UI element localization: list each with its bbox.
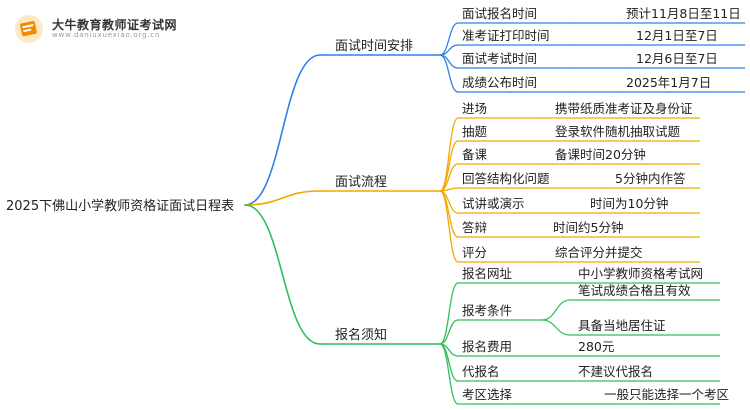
branch-2-value-1-1: 具备当地居住证	[578, 318, 666, 333]
branch-2-item-0: 报名网址	[462, 266, 513, 281]
branch-0-value-3: 2025年1月7日	[626, 75, 711, 90]
branch-0-edge-3	[439, 54, 459, 93]
branch-2-value-edge-1-1	[541, 319, 571, 336]
branch-1-item-0: 进场	[462, 101, 487, 116]
branch-1-item-5: 答辩	[462, 220, 487, 235]
branch-2-value-3-0: 不建议代报名	[578, 364, 653, 379]
branch-0-value-1: 12月1日至7日	[636, 28, 718, 43]
branch-0-item-1: 准考证打印时间	[462, 28, 550, 43]
branch-0-item-0: 面试报名时间	[462, 6, 537, 21]
branch-2-edge-1	[439, 319, 459, 345]
branch-1-item-6: 评分	[462, 245, 487, 260]
branch-1-item-4: 试讲或演示	[462, 196, 525, 211]
branch-2-edge-0	[439, 282, 459, 345]
branch-1-item-1: 抽题	[462, 124, 488, 139]
branch-0-value-2: 12月6日至7日	[636, 51, 718, 66]
branch-2-value-1-0: 笔试成绩合格且有效	[578, 283, 691, 298]
branch-1-value-1: 登录软件随机抽取试题	[555, 124, 681, 139]
root-edge-2	[244, 204, 321, 345]
logo-book-icon	[14, 14, 44, 44]
branch-1-value-0: 携带纸质准考证及身份证	[555, 101, 693, 116]
branch-node-0: 面试时间安排	[335, 39, 413, 54]
branch-node-2: 报名须知	[335, 327, 387, 343]
branch-2-value-edge-1-0	[541, 299, 571, 321]
branch-2-value-4-0: 一般只能选择一个考区	[604, 387, 729, 402]
branch-1-edge-2	[439, 163, 459, 192]
root-edge-0	[244, 54, 321, 206]
branch-1-value-6: 综合评分并提交	[555, 245, 643, 260]
branch-1-value-4: 时间为10分钟	[590, 196, 668, 211]
branch-2-item-2: 报名费用	[462, 339, 512, 354]
branch-1-edge-6	[439, 190, 459, 263]
logo: 大牛教育教师证考试网 www.daniuxuexiao.org.cn	[14, 14, 177, 44]
branch-0-value-0: 预计11月8日至11日	[626, 6, 741, 21]
logo-url: www.daniuxuexiao.org.cn	[52, 30, 161, 39]
branch-1-value-2: 备课时间20分钟	[555, 147, 646, 162]
branch-2-value-0-0: 中小学教师资格考试网	[578, 266, 703, 281]
root-edge-1	[244, 190, 321, 206]
branch-2-item-1: 报考条件	[462, 303, 512, 318]
branch-2-value-2-0: 280元	[578, 339, 614, 354]
branch-1-value-5: 时间约5分钟	[553, 220, 623, 235]
branch-1-edge-0	[439, 117, 459, 192]
branch-2-edge-4	[439, 343, 459, 405]
branch-0-item-3: 成绩公布时间	[462, 75, 537, 90]
branch-1-value-3: 5分钟内作答	[615, 171, 686, 186]
branch-2-item-3: 代报名	[462, 364, 500, 379]
branch-1-item-3: 回答结构化问题	[462, 171, 550, 186]
branch-1-edge-1	[439, 140, 459, 192]
branch-node-1: 面试流程	[335, 175, 387, 190]
branch-2-item-4: 考区选择	[462, 387, 513, 402]
logo-name: 大牛教育教师证考试网	[52, 17, 178, 32]
branch-0-item-2: 面试考试时间	[462, 51, 537, 66]
branch-1-item-2: 备课	[462, 147, 488, 162]
root-node: 2025下佛山小学教师资格证面试日程表	[6, 198, 234, 214]
